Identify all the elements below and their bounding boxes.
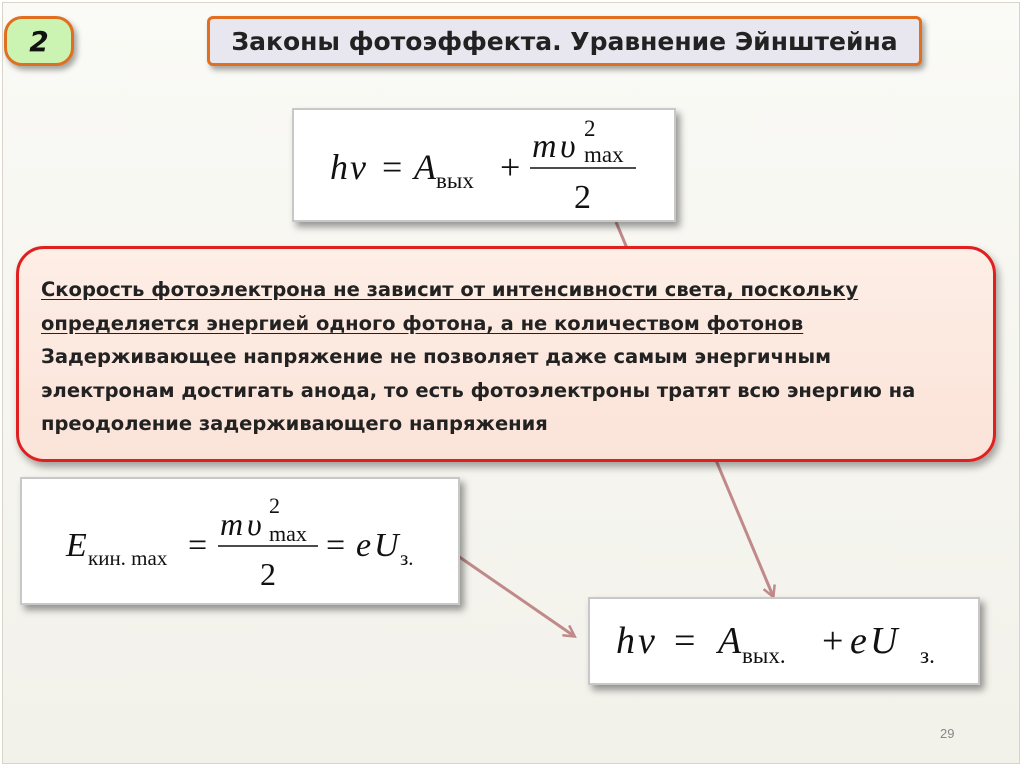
text-line-2: определяется энергией одного фотона, а н… — [41, 311, 804, 335]
f2-E: E — [65, 527, 87, 564]
f2-sub-max: max — [269, 521, 307, 546]
f1-equals: = — [382, 147, 402, 187]
einstein-equation-box: h ν = A вых + m υ 2 max 2 — [292, 108, 676, 222]
f2-U: U — [374, 527, 401, 564]
f2-E-sub: кин. max — [88, 546, 168, 570]
slide-title: Законы фотоэффекта. Уравнение Эйнштейна — [207, 16, 922, 66]
f3-U: U — [870, 620, 900, 662]
f1-nu: ν — [350, 147, 366, 187]
f2-e: e — [356, 527, 371, 564]
f2-power: 2 — [269, 493, 280, 518]
f2-U-sub: з. — [400, 546, 414, 570]
f3-A: A — [715, 620, 742, 662]
einstein-equation: h ν = A вых + m υ 2 max 2 — [330, 116, 636, 216]
title-text: Законы фотоэффекта. Уравнение Эйнштейна — [231, 26, 898, 56]
f1-A-sub: вых — [436, 168, 474, 193]
f2-equals-2: = — [326, 527, 345, 564]
f1-A: A — [412, 147, 437, 187]
f2-m: m — [220, 506, 243, 542]
f1-plus: + — [500, 147, 520, 187]
kinetic-energy-equation: E кин. max = m υ 2 max 2 = e U з. — [65, 493, 414, 592]
badge-label: 2 — [29, 24, 49, 58]
kinetic-energy-box: E кин. max = m υ 2 max 2 = e U з. — [20, 477, 460, 605]
f3-e: e — [850, 620, 867, 662]
f2-equals-1: = — [188, 527, 207, 564]
f3-nu: ν — [638, 620, 655, 662]
slide-number-badge: 2 — [4, 16, 74, 66]
f1-h: h — [330, 147, 348, 187]
text-line-4: электронам достигать анода, то есть фото… — [41, 378, 916, 402]
text-line-1: Скорость фотоэлектрона не зависит от инт… — [41, 278, 859, 301]
f2-v: υ — [247, 506, 262, 542]
text-line-5: преодоление задерживающего напряжения — [41, 412, 548, 435]
f2-denominator: 2 — [260, 556, 276, 592]
f3-equals: = — [674, 620, 695, 662]
f1-power: 2 — [584, 116, 596, 141]
f3-plus: + — [822, 620, 843, 662]
f1-m: m — [532, 128, 557, 165]
f3-h: h — [616, 620, 635, 662]
f1-v: υ — [560, 128, 576, 165]
page-number: 29 — [940, 726, 955, 741]
einstein-voltage-equation: h ν = A вых. + e U з. — [616, 620, 935, 668]
einstein-voltage-equation-box: h ν = A вых. + e U з. — [588, 597, 980, 685]
text-line-3: Задерживающее напряжение не позволяет да… — [41, 345, 832, 368]
f3-A-sub: вых. — [742, 643, 786, 668]
explanation-box: Скорость фотоэлектрона не зависит от инт… — [16, 246, 996, 462]
f3-U-sub: з. — [920, 643, 935, 668]
f1-sub-max: max — [584, 142, 624, 167]
f1-denominator: 2 — [574, 179, 591, 216]
